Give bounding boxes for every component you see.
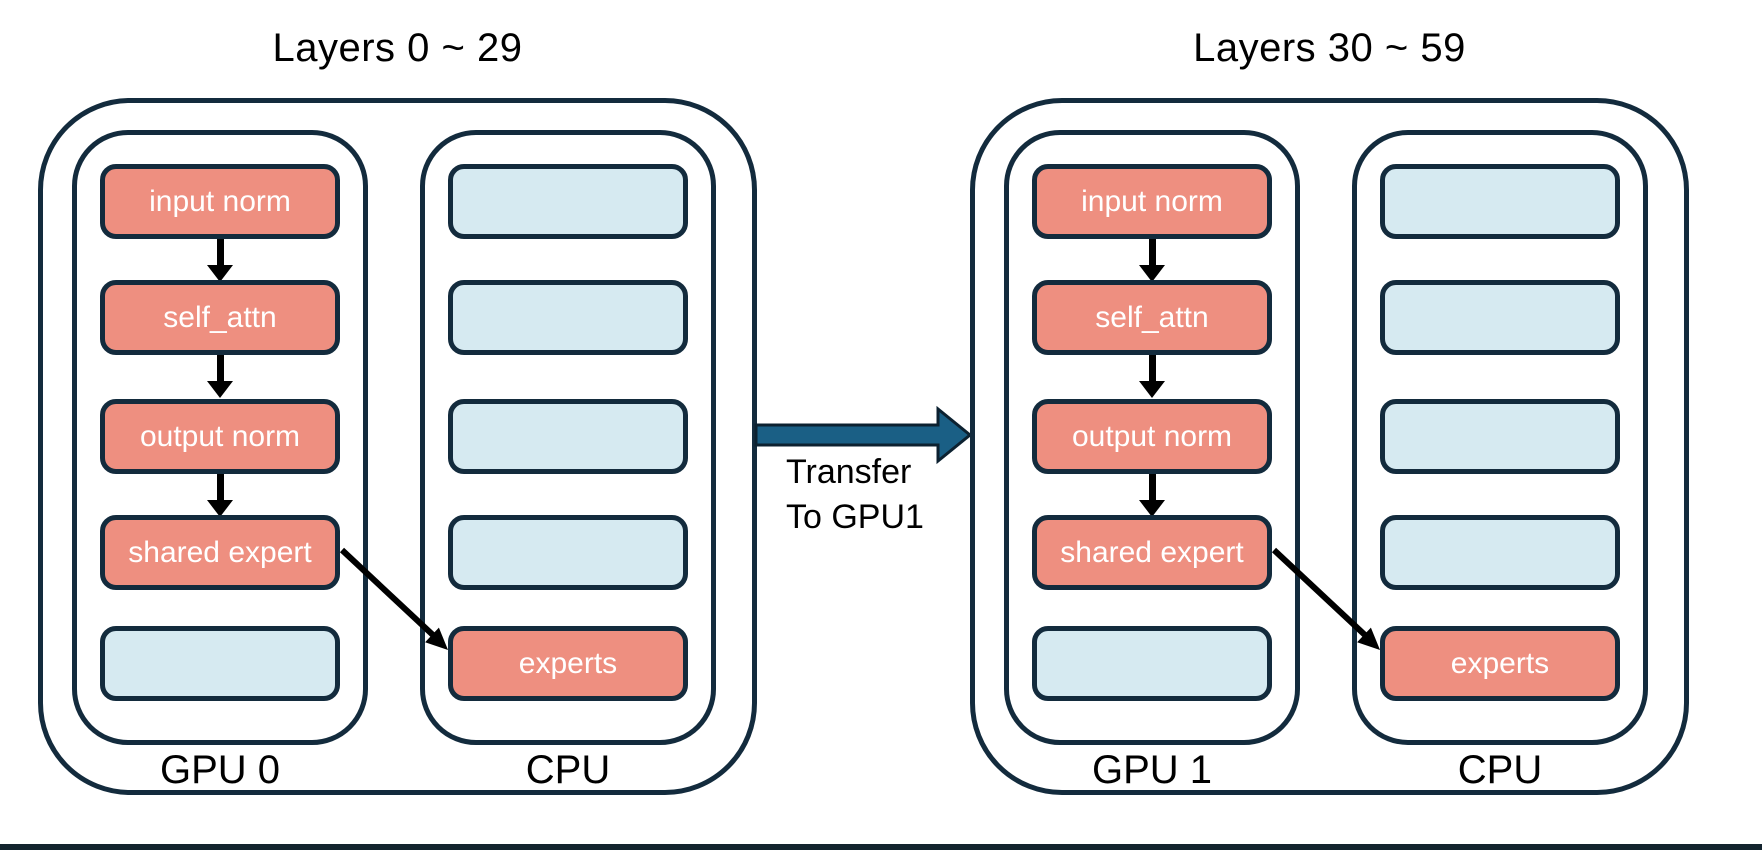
down-arrow-icon <box>1139 239 1165 282</box>
box-output-norm: output norm <box>1032 399 1272 474</box>
box-self-attn: self_attn <box>1032 280 1272 355</box>
node-title-left: Layers 0 ~ 29 <box>272 26 523 70</box>
cpu-label: CPU <box>525 748 611 792</box>
node-title-right: Layers 30 ~ 59 <box>1193 26 1466 70</box>
box-shared-expert: shared expert <box>100 515 340 590</box>
empty-slot <box>448 515 688 590</box>
empty-slot <box>1380 164 1620 239</box>
shared-expert-to-experts-arrow-icon <box>339 547 448 650</box>
down-arrow-icon <box>207 239 233 282</box>
empty-slot <box>1032 626 1272 701</box>
box-input-norm: input norm <box>100 164 340 239</box>
cpu-column: experts <box>420 130 716 745</box>
shared-expert-to-experts-arrow-icon <box>1271 547 1380 650</box>
box-label: output norm <box>139 419 301 453</box>
down-arrow-icon <box>1139 474 1165 517</box>
node-layers-30-59: input norm self_attn output norm shared … <box>970 98 1689 795</box>
box-label: experts <box>1450 646 1550 680</box>
box-label: input norm <box>149 184 291 218</box>
empty-slot <box>100 626 340 701</box>
box-output-norm: output norm <box>100 399 340 474</box>
gpu-label: GPU 1 <box>1091 748 1213 792</box>
box-input-norm: input norm <box>1032 164 1272 239</box>
empty-slot <box>448 164 688 239</box>
empty-slot <box>1380 515 1620 590</box>
empty-slot <box>1380 399 1620 474</box>
box-label: output norm <box>1071 419 1233 453</box>
box-shared-expert: shared expert <box>1032 515 1272 590</box>
box-experts: experts <box>1380 626 1620 701</box>
empty-slot <box>448 280 688 355</box>
down-arrow-icon <box>207 474 233 517</box>
transfer-label-line2: To GPU1 <box>786 498 924 536</box>
transfer-label: Transfer To GPU1 <box>786 450 986 540</box>
box-label: shared expert <box>1060 535 1244 569</box>
empty-slot <box>448 399 688 474</box>
gpu-label: GPU 0 <box>159 748 281 792</box>
down-arrow-icon <box>207 355 233 398</box>
box-label: self_attn <box>163 300 277 334</box>
box-label: self_attn <box>1095 300 1209 334</box>
bottom-border-bar <box>0 844 1762 850</box>
box-label: input norm <box>1081 184 1223 218</box>
down-arrow-icon <box>1139 355 1165 398</box>
transfer-arrow-icon <box>754 405 973 465</box>
box-label: experts <box>518 646 618 680</box>
node-layers-0-29: input norm self_attn output norm shared … <box>38 98 757 795</box>
box-experts: experts <box>448 626 688 701</box>
box-label: shared expert <box>128 535 312 569</box>
empty-slot <box>1380 280 1620 355</box>
cpu-label: CPU <box>1457 748 1543 792</box>
gpu-column: input norm self_attn output norm shared … <box>1004 130 1300 745</box>
gpu-column: input norm self_attn output norm shared … <box>72 130 368 745</box>
transfer-label-line1: Transfer <box>786 453 912 491</box>
cpu-column: experts <box>1352 130 1648 745</box>
box-self-attn: self_attn <box>100 280 340 355</box>
